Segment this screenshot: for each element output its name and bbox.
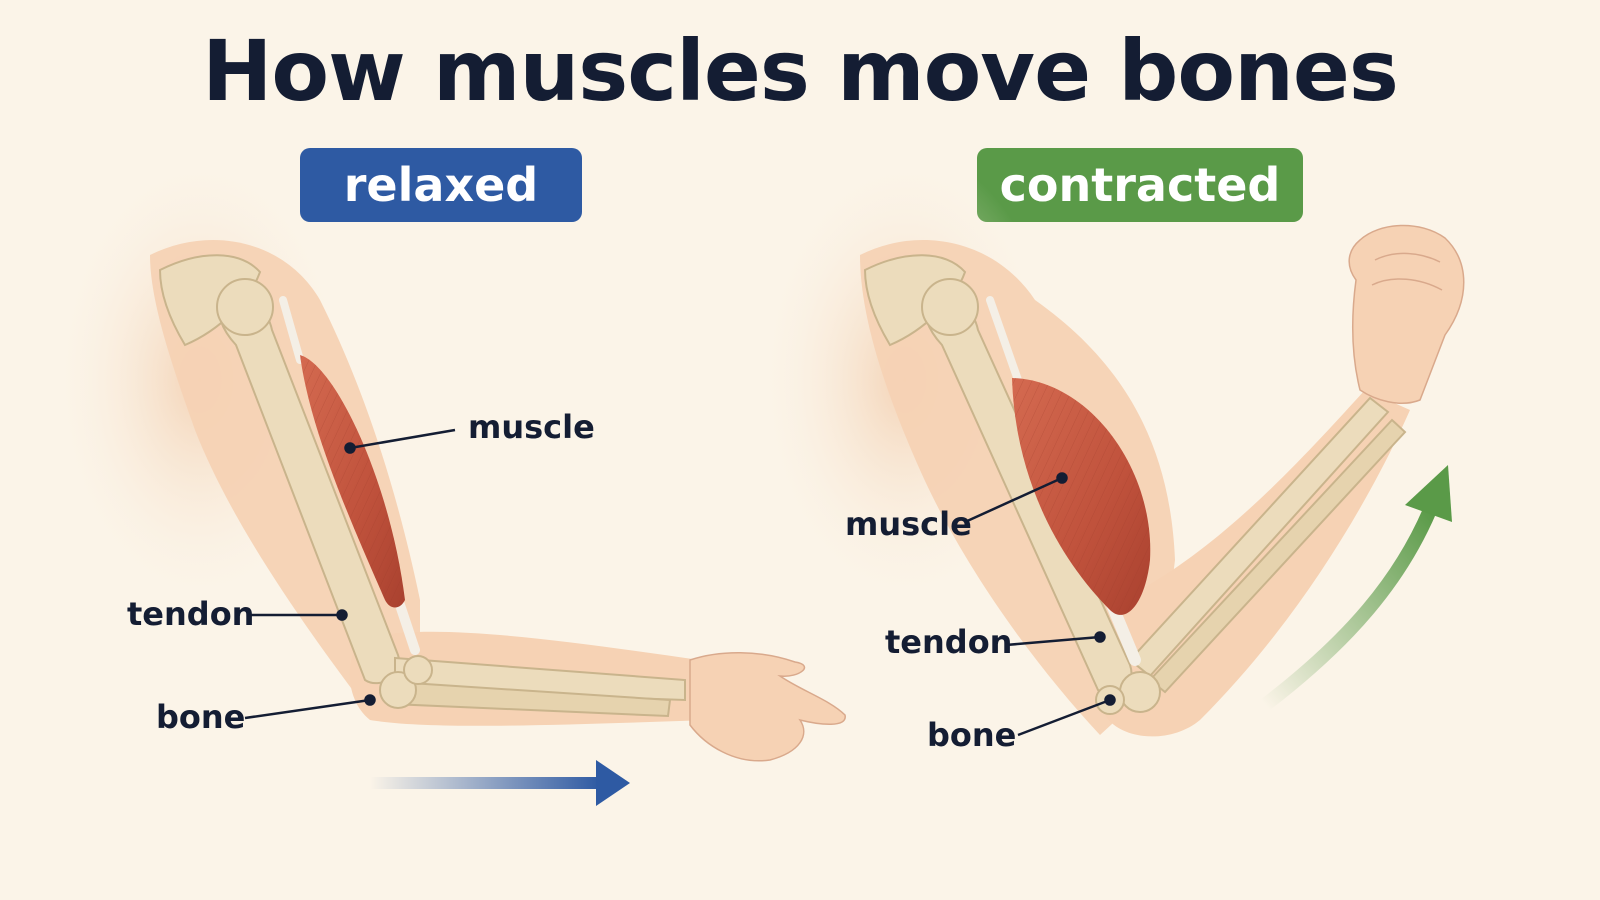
relaxed-tendon-label: tendon	[127, 595, 255, 633]
relaxed-arm	[50, 150, 846, 762]
relaxed-open-hand	[689, 651, 846, 762]
contracted-callout-lines	[964, 472, 1116, 737]
relaxed-bone-label: bone	[156, 698, 246, 736]
contracted-badge: contracted	[977, 148, 1303, 222]
relaxed-badge: relaxed	[300, 148, 582, 222]
curved-up-arrow-icon	[1260, 465, 1452, 711]
contracted-fist	[1348, 224, 1465, 404]
relaxed-muscle-label: muscle	[468, 408, 595, 446]
relaxed-callout-lines	[244, 428, 456, 720]
right-arrow-icon	[370, 760, 630, 806]
contracted-arm	[755, 150, 1465, 737]
contracted-tendon-label: tendon	[885, 623, 1013, 661]
contracted-muscle-label: muscle	[845, 505, 972, 543]
page-title: How muscles move bones	[202, 22, 1399, 120]
contracted-bone-label: bone	[927, 716, 1017, 754]
